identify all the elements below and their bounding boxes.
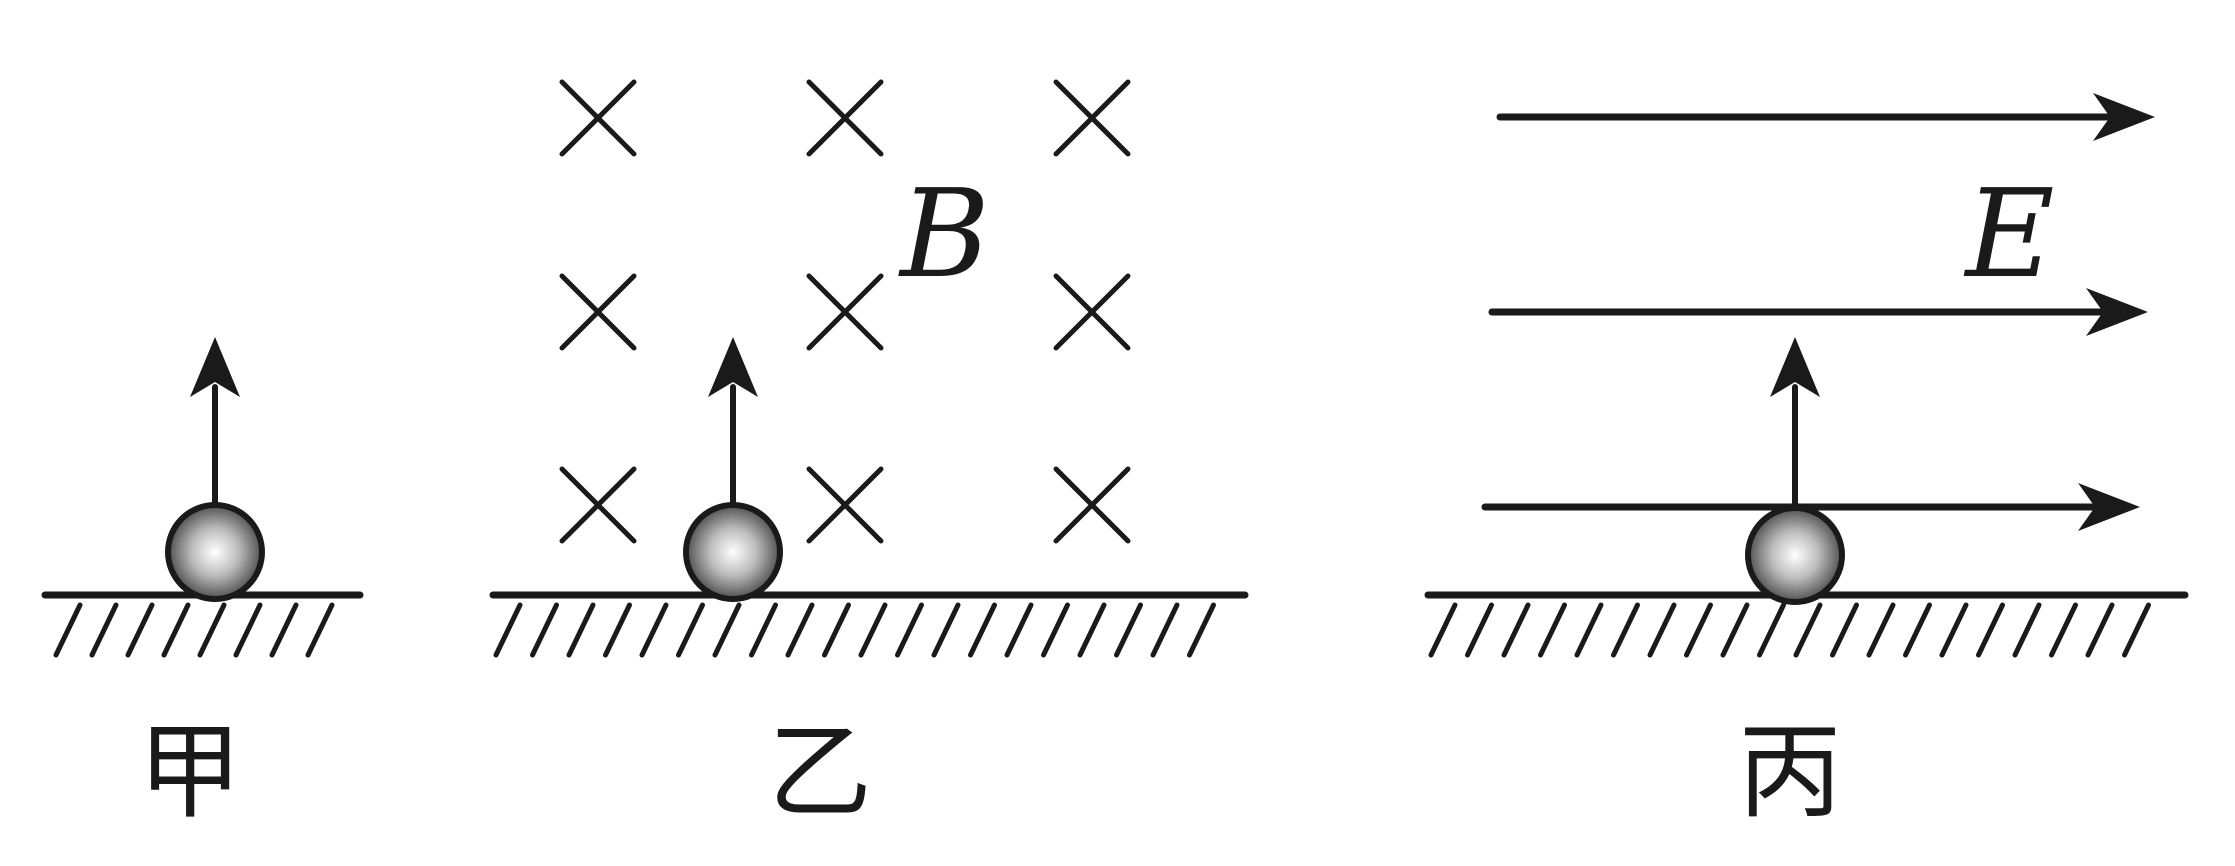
ground-hatch [233,602,263,658]
caption-yi: 乙 [768,711,872,833]
ground-hatch [1004,602,1034,658]
ground-jia [41,591,364,658]
ground-hatch [1114,602,1143,658]
ground-hatch [1939,602,1969,658]
cross-stroke [559,466,637,544]
ground-hatch [1611,602,1640,658]
ground-hatch [269,602,299,658]
cross-stroke [1053,273,1131,351]
ground-hatch [1903,602,1932,658]
caption-jia: 甲 [138,711,242,833]
arrow-head [708,337,758,397]
velocity-arrow-yi [708,337,758,513]
charged-ball-yi [683,502,783,602]
ground-hatch [161,602,191,658]
ground-hatch [1041,602,1070,658]
ground-hatch [1976,602,2005,658]
velocity-arrow-bing [1770,337,1820,515]
cross-stroke [806,466,884,544]
ground-hatch [1428,602,1458,658]
ground-hatch [530,602,559,658]
cross-stroke [559,79,637,157]
cross-stroke [1053,79,1131,157]
ground-hatch [712,602,742,658]
ground-bing [1424,591,2189,658]
ground-hatch [749,602,778,658]
ground-hatch [89,602,119,658]
velocity-arrow-jia [190,337,240,513]
ground-hatch [2012,602,2042,658]
arrow-head [1770,337,1820,397]
ground-hatch [1757,602,1786,658]
ground-hatch [2085,602,2115,658]
ground-hatch [1465,602,1494,658]
ground-hatch [566,602,596,658]
charged-ball-bing [1745,505,1845,605]
electric-field-label: E [1963,163,2054,305]
ground-hatch [639,602,669,658]
ground-hatch [676,602,705,658]
cross-stroke [1053,466,1131,544]
magnetic-field-label: B [898,163,990,305]
ground-hatch [2049,602,2078,658]
ground-hatch [1574,602,1604,658]
field-arrow-head [2086,288,2148,336]
cross-stroke [559,273,637,351]
panel-yi: B 乙 [489,79,1249,833]
ground-hatch [1830,602,1859,658]
arrow-head [190,337,240,397]
cross-stroke [806,79,884,157]
ground-hatch [931,602,961,658]
ground-hatch [1150,602,1180,658]
ground-hatch [895,602,924,658]
ground-hatch [968,602,997,658]
ground-hatch [1501,602,1531,658]
ground-yi [489,591,1249,658]
ground-hatch [1077,602,1107,658]
panel-jia: 甲 [41,337,364,833]
ground-hatch [305,602,335,658]
ground-hatch [785,602,815,658]
ground-hatch [1720,602,1750,658]
panel-bing: E 丙 [1424,93,2189,833]
ground-hatch [1793,602,1823,658]
ground-hatch [125,602,155,658]
cross-stroke [806,273,884,351]
ground-hatch [858,602,888,658]
ball-body [683,502,783,602]
electric-field-lines [1481,93,2155,531]
ground-hatch [822,602,851,658]
ground-hatch [1866,602,1896,658]
ground-hatch [1647,602,1677,658]
ball-body [165,502,265,602]
ground-hatch [1187,602,1216,658]
ball-body [1745,505,1845,605]
caption-bing: 丙 [1738,711,1842,833]
ground-hatch [1684,602,1713,658]
charged-ball-jia [165,502,265,602]
ground-hatch [197,602,227,658]
ground-hatch [493,602,523,658]
ground-hatch [603,602,632,658]
ground-hatch [2122,602,2151,658]
field-arrow-head [2078,483,2140,531]
ground-hatch [1538,602,1567,658]
field-arrow-head [2093,93,2155,141]
ground-hatch [53,602,83,658]
magnetic-field-crosses [559,79,1131,544]
